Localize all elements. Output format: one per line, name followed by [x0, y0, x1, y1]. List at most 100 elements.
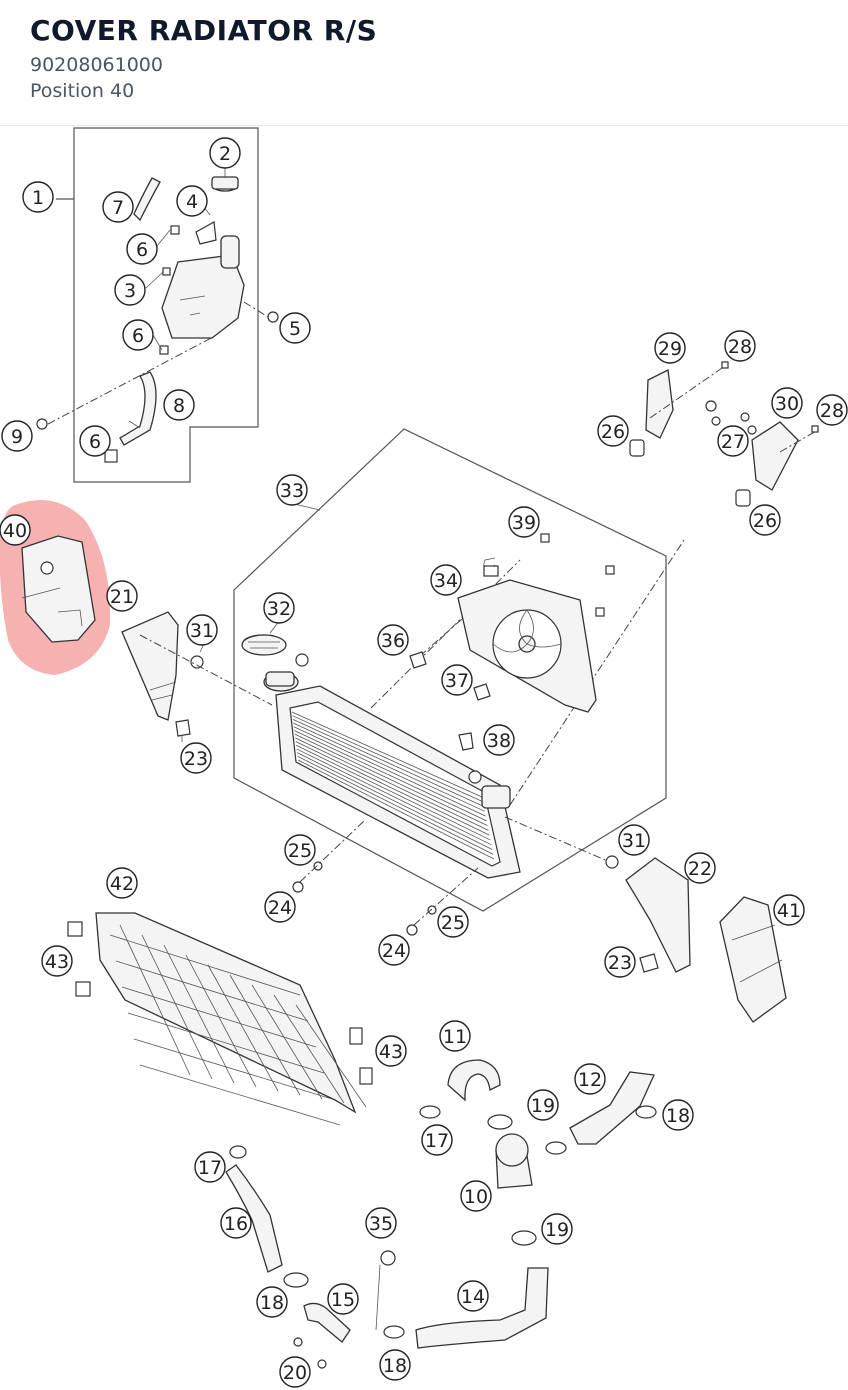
- callout-24: 24: [378, 934, 410, 966]
- callout-number: 14: [461, 1286, 485, 1308]
- callout-number: 34: [434, 570, 458, 592]
- callout-35: 35: [365, 1207, 397, 1239]
- callout-28: 28: [816, 394, 848, 426]
- callout-26: 26: [749, 504, 781, 536]
- callout-number: 36: [381, 630, 405, 652]
- callout-number: 42: [110, 873, 134, 895]
- callout-40: 40: [0, 514, 31, 546]
- callout-number: 29: [658, 338, 682, 360]
- callout-5: 5: [279, 312, 311, 344]
- callout-6: 6: [122, 319, 154, 351]
- callout-25: 25: [437, 906, 469, 938]
- callout-number: 38: [487, 730, 511, 752]
- callout-number: 8: [173, 395, 185, 417]
- callout-32: 32: [263, 592, 295, 624]
- fasteners-24-25: [292, 861, 437, 936]
- callout-number: 6: [132, 325, 144, 347]
- callout-number: 17: [425, 1130, 449, 1152]
- callout-30: 30: [771, 387, 803, 419]
- cover-41: [719, 896, 787, 1023]
- callout-number: 7: [112, 197, 124, 219]
- callout-number: 39: [512, 512, 536, 534]
- radiator-guard-42: [67, 912, 373, 1126]
- callout-38: 38: [483, 724, 515, 756]
- callout-number: 26: [753, 510, 777, 532]
- callout-10: 10: [460, 1180, 492, 1212]
- callout-number: 1: [32, 187, 44, 209]
- radiator: [242, 634, 521, 879]
- callout-25: 25: [284, 834, 316, 866]
- callout-number: 9: [11, 426, 23, 448]
- radiator-cover-40: [21, 535, 96, 643]
- callout-22: 22: [684, 852, 716, 884]
- callout-labels: 1234566678910111214151617171818181919202…: [0, 137, 848, 1388]
- callout-43: 43: [41, 945, 73, 977]
- callout-28: 28: [724, 330, 756, 362]
- callout-number: 5: [289, 318, 301, 340]
- callout-number: 10: [464, 1186, 488, 1208]
- callout-number: 20: [283, 1362, 307, 1384]
- callout-19: 19: [541, 1213, 573, 1245]
- expansion-tank: [36, 176, 279, 463]
- spoiler-left-21: [121, 611, 191, 737]
- spoiler-right-22: [605, 855, 691, 973]
- callout-number: 31: [622, 830, 646, 852]
- callout-number: 11: [443, 1026, 467, 1048]
- fan-assembly: [409, 533, 615, 751]
- callout-number: 25: [288, 840, 312, 862]
- callout-33: 33: [276, 474, 308, 506]
- callout-7: 7: [102, 191, 134, 223]
- callout-number: 18: [260, 1292, 284, 1314]
- callout-number: 18: [666, 1105, 690, 1127]
- callout-42: 42: [106, 867, 138, 899]
- callout-15: 15: [327, 1283, 359, 1315]
- hose-clamps: [229, 1105, 657, 1369]
- callout-number: 43: [45, 951, 69, 973]
- callout-number: 22: [688, 858, 712, 880]
- assembly-1-frame: [73, 127, 259, 483]
- callout-17: 17: [194, 1151, 226, 1183]
- callout-18: 18: [379, 1349, 411, 1381]
- callout-11: 11: [439, 1020, 471, 1052]
- header: COVER RADIATOR R/S 90208061000 Position …: [0, 0, 848, 126]
- callout-number: 27: [721, 431, 745, 453]
- callout-number: 6: [89, 431, 101, 453]
- callout-18: 18: [256, 1286, 288, 1318]
- callout-23: 23: [604, 946, 636, 978]
- callout-18: 18: [662, 1099, 694, 1131]
- exploded-parts-diagram: 1234566678910111214151617171818181919202…: [0, 127, 848, 1388]
- callout-number: 24: [268, 897, 292, 919]
- callout-number: 12: [578, 1069, 602, 1091]
- callout-number: 30: [775, 393, 799, 415]
- callout-number: 28: [728, 336, 752, 358]
- part-number: 90208061000: [30, 54, 163, 76]
- callout-6: 6: [79, 425, 111, 457]
- callout-43: 43: [375, 1035, 407, 1067]
- callout-number: 4: [186, 191, 198, 213]
- callout-29: 29: [654, 332, 686, 364]
- callout-number: 17: [198, 1157, 222, 1179]
- callout-3: 3: [114, 274, 146, 306]
- callout-27: 27: [717, 425, 749, 457]
- callout-12: 12: [574, 1063, 606, 1095]
- callout-41: 41: [773, 894, 805, 926]
- coolant-hoses: [225, 1059, 655, 1349]
- callout-number: 19: [545, 1219, 569, 1241]
- callout-37: 37: [441, 664, 473, 696]
- callout-23: 23: [180, 742, 212, 774]
- callout-number: 3: [124, 280, 136, 302]
- callout-31: 31: [618, 824, 650, 856]
- callout-number: 23: [608, 952, 632, 974]
- callout-9: 9: [1, 420, 33, 452]
- callout-39: 39: [508, 506, 540, 538]
- callout-14: 14: [457, 1280, 489, 1312]
- callout-number: 16: [224, 1213, 248, 1235]
- callout-number: 21: [110, 586, 134, 608]
- callout-36: 36: [377, 624, 409, 656]
- callout-number: 31: [190, 620, 214, 642]
- callout-number: 28: [820, 400, 844, 422]
- callout-4: 4: [176, 185, 208, 217]
- assembly-33-frame: [233, 428, 667, 912]
- radiator-cap-32: [241, 634, 287, 656]
- callout-number: 15: [331, 1289, 355, 1311]
